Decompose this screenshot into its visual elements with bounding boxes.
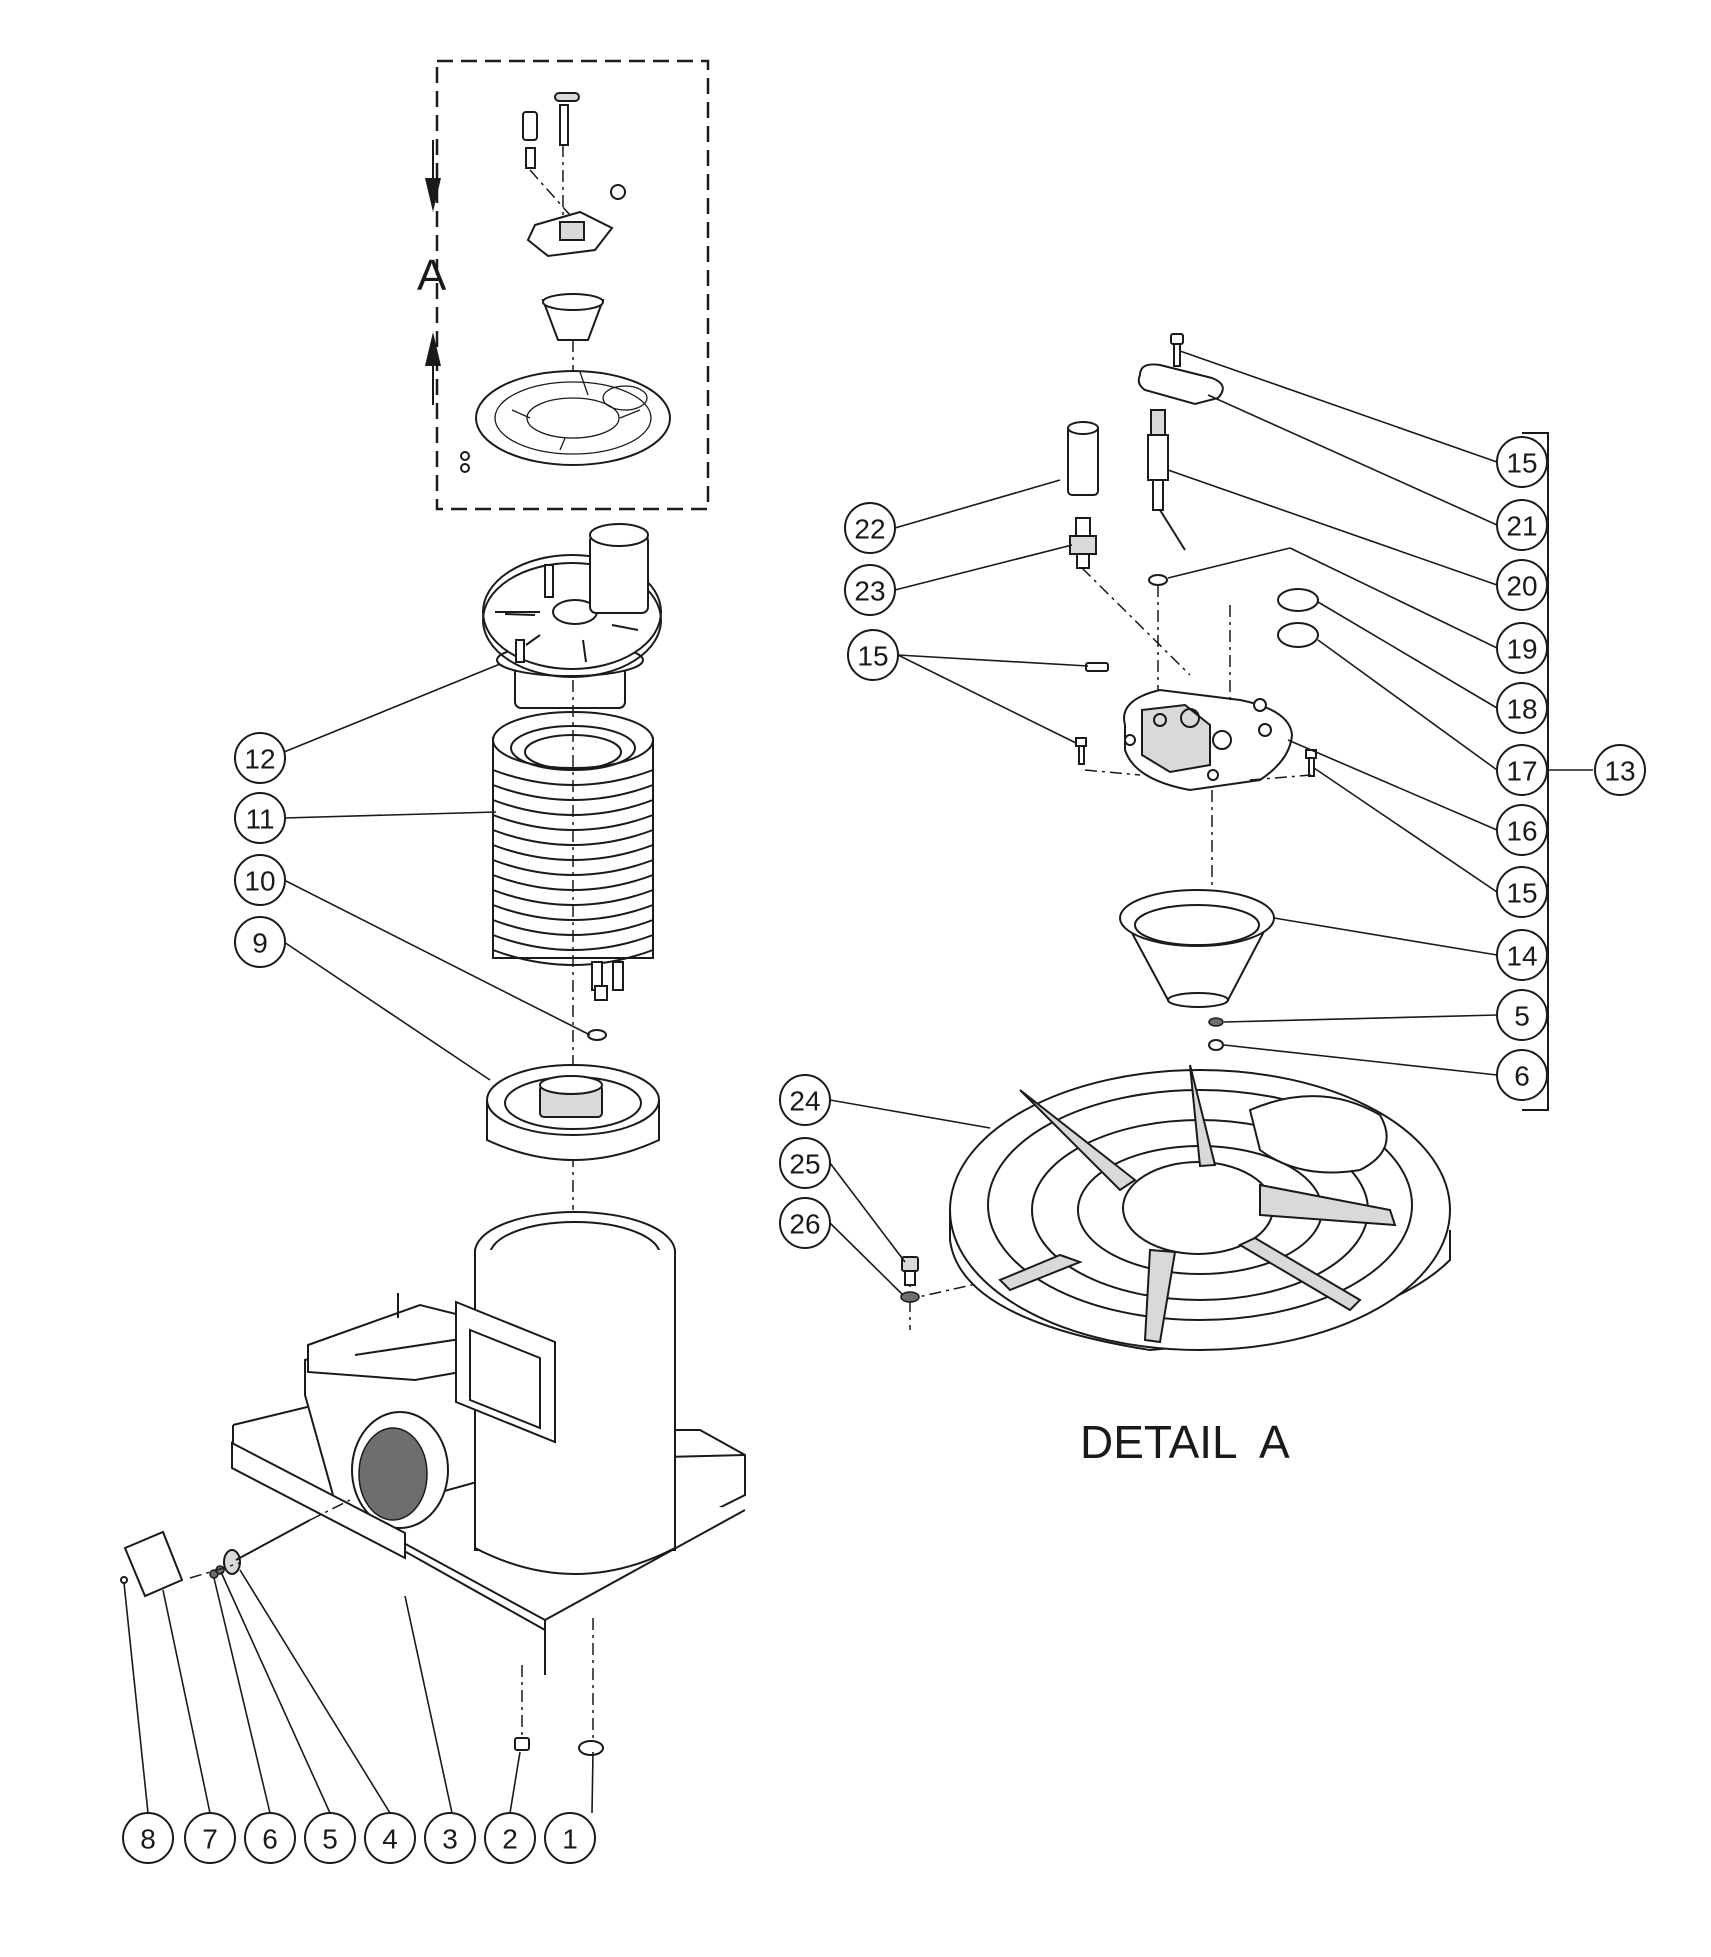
callout-13: 13 bbox=[1594, 744, 1646, 796]
callout-11: 11 bbox=[234, 792, 286, 844]
item-5-washer bbox=[1208, 1017, 1224, 1027]
item-9-base-ring bbox=[486, 1064, 660, 1161]
callout-5-label: 5 bbox=[322, 1824, 338, 1855]
detail-a-thumbnail: A bbox=[417, 59, 710, 511]
callout-20-label: 20 bbox=[1506, 571, 1537, 602]
item-15-top-bolt bbox=[1170, 333, 1184, 367]
item-15-left-bolt bbox=[1075, 737, 1087, 765]
detail-title: DETAIL A bbox=[1080, 1416, 1290, 1468]
callout-22: 22 bbox=[844, 502, 896, 554]
callout-7: 7 bbox=[184, 1812, 236, 1864]
callout-15-right-label: 15 bbox=[1506, 878, 1537, 909]
callout-25: 25 bbox=[779, 1137, 831, 1189]
callout-10: 10 bbox=[234, 854, 286, 906]
item-23-fitting bbox=[1069, 517, 1097, 569]
callout-21-label: 21 bbox=[1506, 511, 1537, 542]
item-3-chassis bbox=[231, 1211, 746, 1756]
view-label: A bbox=[417, 251, 447, 300]
callout-7-label: 7 bbox=[202, 1824, 218, 1855]
callout-15-top-label: 15 bbox=[1506, 448, 1537, 479]
callout-16-label: 16 bbox=[1506, 816, 1537, 847]
left-leader-lines bbox=[123, 663, 594, 1814]
callout-13-label: 13 bbox=[1604, 756, 1635, 787]
item-6-nut bbox=[1208, 1039, 1224, 1051]
right-leader-lines bbox=[829, 350, 1498, 1296]
callout-15-right: 15 bbox=[1496, 866, 1548, 918]
callout-23-label: 23 bbox=[854, 576, 885, 607]
callout-1-label: 1 bbox=[562, 1824, 578, 1855]
callout-2-label: 2 bbox=[502, 1824, 518, 1855]
callout-18-label: 18 bbox=[1506, 694, 1537, 725]
callout-17-label: 17 bbox=[1506, 756, 1537, 787]
item-13-bracket bbox=[1522, 432, 1549, 1111]
callout-26-label: 26 bbox=[789, 1209, 820, 1240]
item-14-cone bbox=[1119, 889, 1275, 1008]
callout-9: 9 bbox=[234, 916, 286, 968]
callout-26: 26 bbox=[779, 1197, 831, 1249]
callout-12-label: 12 bbox=[244, 744, 275, 775]
callout-15-left-label: 15 bbox=[857, 641, 888, 672]
callout-21: 21 bbox=[1496, 499, 1548, 551]
callout-15-left: 15 bbox=[847, 629, 899, 681]
callout-12: 12 bbox=[234, 732, 286, 784]
callout-10-label: 10 bbox=[244, 866, 275, 897]
callout-22-label: 22 bbox=[854, 514, 885, 545]
callout-1: 1 bbox=[544, 1812, 596, 1864]
item-25-bolt bbox=[901, 1256, 919, 1286]
callout-3: 3 bbox=[424, 1812, 476, 1864]
callout-6-detail-label: 6 bbox=[1514, 1061, 1530, 1092]
callout-5: 5 bbox=[304, 1812, 356, 1864]
callout-17: 17 bbox=[1496, 744, 1548, 796]
callout-19-label: 19 bbox=[1506, 634, 1537, 665]
item-18-retaining-ring bbox=[1277, 588, 1319, 612]
item-22-sleeve bbox=[1067, 421, 1099, 496]
items-4-8-hardware bbox=[120, 1499, 351, 1598]
callout-14-label: 14 bbox=[1506, 941, 1537, 972]
callout-4-label: 4 bbox=[382, 1824, 398, 1855]
callout-9-label: 9 bbox=[252, 928, 268, 959]
item-15-right-bolt bbox=[1305, 749, 1317, 777]
callout-24: 24 bbox=[779, 1074, 831, 1126]
callout-8: 8 bbox=[122, 1812, 174, 1864]
callout-23: 23 bbox=[844, 564, 896, 616]
item-24-base-plate bbox=[949, 1064, 1451, 1352]
item-17-disc bbox=[1277, 622, 1319, 648]
callout-14: 14 bbox=[1496, 929, 1548, 981]
item-16-burner-head bbox=[1123, 688, 1294, 792]
item-26-washer bbox=[900, 1291, 920, 1303]
callout-11-label: 11 bbox=[245, 804, 274, 835]
item-15-side-bolt bbox=[1085, 662, 1109, 672]
callout-25-label: 25 bbox=[789, 1149, 820, 1180]
callout-18: 18 bbox=[1496, 682, 1548, 734]
callout-15-top: 15 bbox=[1496, 436, 1548, 488]
callout-24-label: 24 bbox=[789, 1086, 820, 1117]
callout-3-label: 3 bbox=[442, 1824, 458, 1855]
callout-19: 19 bbox=[1496, 622, 1548, 674]
item-21-bracket bbox=[1137, 363, 1224, 406]
item-19-o-ring bbox=[1148, 574, 1168, 586]
item-20-electrode bbox=[1147, 409, 1186, 551]
callout-6-label: 6 bbox=[262, 1824, 278, 1855]
callout-16: 16 bbox=[1496, 804, 1548, 856]
callout-6-detail: 6 bbox=[1496, 1049, 1548, 1101]
item-10-o-ring bbox=[587, 1029, 607, 1041]
callout-6: 6 bbox=[244, 1812, 296, 1864]
item-12-top-cover bbox=[482, 523, 662, 709]
callout-8-label: 8 bbox=[140, 1824, 156, 1855]
callout-4: 4 bbox=[364, 1812, 416, 1864]
callout-5-detail-label: 5 bbox=[1514, 1001, 1530, 1032]
callout-5-detail: 5 bbox=[1496, 989, 1548, 1041]
callout-20: 20 bbox=[1496, 559, 1548, 611]
callout-2: 2 bbox=[484, 1812, 536, 1864]
